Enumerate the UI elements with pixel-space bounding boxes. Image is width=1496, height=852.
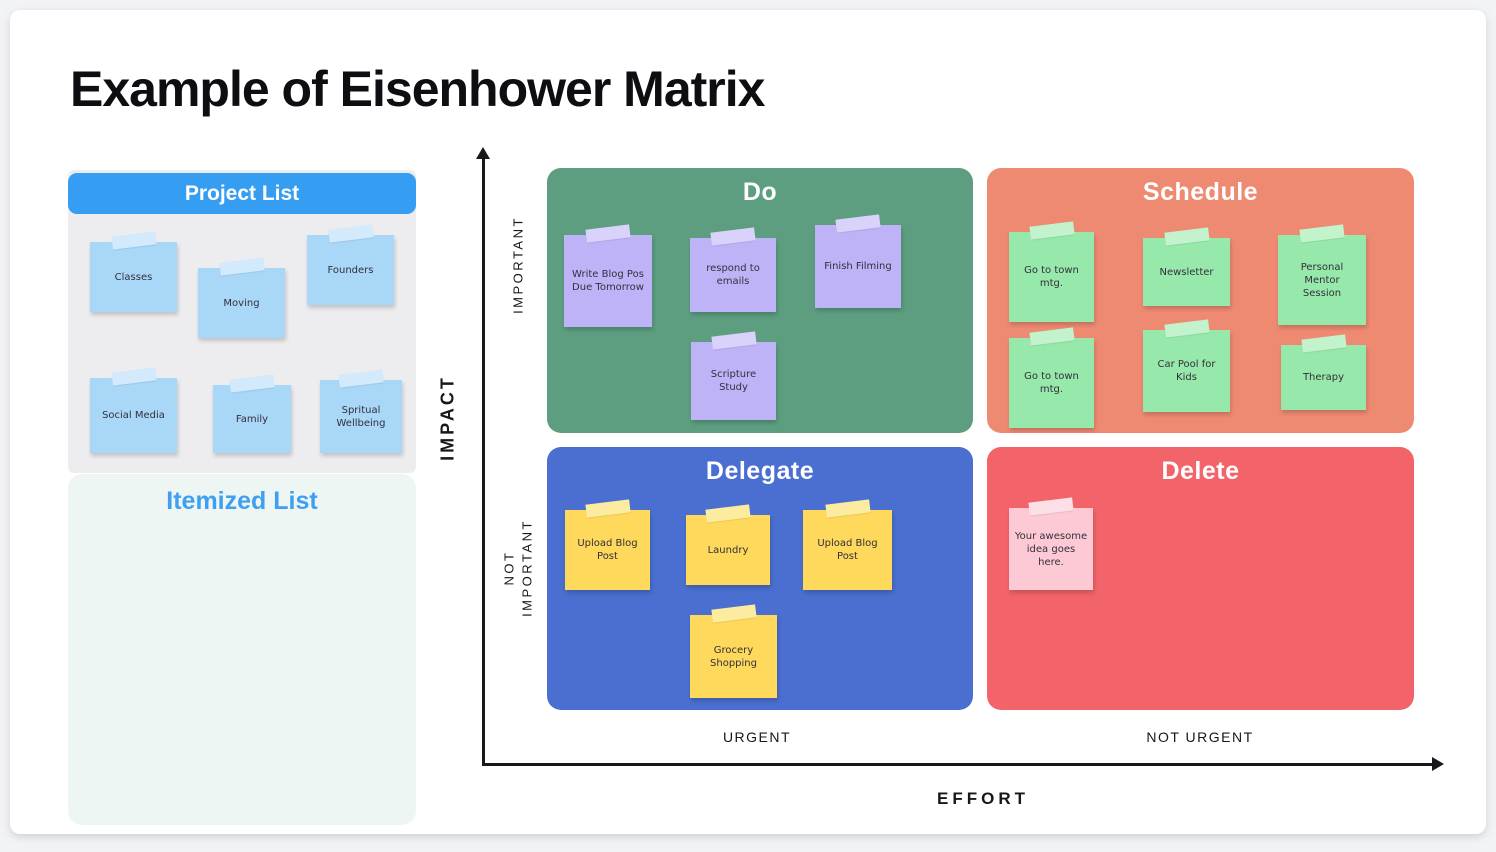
sticky-note[interactable]: Social Media xyxy=(90,367,177,453)
tape-icon xyxy=(1163,227,1210,246)
sticky-note[interactable]: Founders xyxy=(307,224,394,305)
tape-icon xyxy=(1028,497,1074,516)
quadrant-schedule-title: Schedule xyxy=(1142,178,1259,206)
sticky-note[interactable]: Finish Filming xyxy=(815,214,901,308)
sticky-note-label: Spritual Wellbeing xyxy=(336,404,386,429)
tape-icon xyxy=(218,257,265,276)
tape-icon xyxy=(110,367,157,386)
sticky-note[interactable]: Spritual Wellbeing xyxy=(320,369,402,453)
sticky-note[interactable]: Upload Blog Post xyxy=(565,499,650,590)
sticky-note-label: Classes xyxy=(114,271,153,283)
sticky-note-label: Newsletter xyxy=(1159,266,1214,278)
sticky-note-label: Founders xyxy=(327,264,374,276)
sticky-note-label: Your awesome idea goes here. xyxy=(1014,530,1088,568)
sticky-note[interactable]: Grocery Shopping xyxy=(690,604,777,698)
important-label: IMPORTANT xyxy=(510,216,526,314)
sticky-note[interactable]: Therapy xyxy=(1281,334,1366,410)
sticky-note-label: Upload Blog Post xyxy=(577,538,638,562)
quadrant-do: Do Write Blog Pos Due Tomorrow respond to… xyxy=(547,168,973,433)
tape-icon xyxy=(585,224,631,243)
sticky-note-label: Write Blog Pos Due Tomorrow xyxy=(572,269,644,293)
sticky-note[interactable]: Scripture Study xyxy=(691,331,776,420)
sticky-note-label: Therapy xyxy=(1302,372,1345,383)
quadrant-do-title: Do xyxy=(742,178,778,206)
impact-axis-arrow-icon xyxy=(476,147,490,159)
sticky-note[interactable]: Classes xyxy=(90,231,177,312)
effort-axis-label: EFFORT xyxy=(937,789,1029,808)
tape-icon xyxy=(584,499,631,518)
tape-icon xyxy=(338,369,384,388)
sticky-note[interactable]: Family xyxy=(213,374,291,453)
sticky-note[interactable]: Personal Mentor Session xyxy=(1278,224,1366,325)
sticky-note[interactable]: respond to emails xyxy=(690,227,776,312)
tape-icon xyxy=(229,374,275,393)
sticky-note[interactable]: Go to town mtg. xyxy=(1009,221,1094,322)
project-list-header-label: Project List xyxy=(184,181,300,205)
itemized-list-panel: Itemized List xyxy=(68,474,416,825)
sticky-note[interactable]: Car Pool for Kids xyxy=(1143,319,1230,412)
sticky-note[interactable]: Moving xyxy=(198,257,285,338)
sticky-note[interactable]: Laundry xyxy=(686,504,770,585)
sticky-note-label: Laundry xyxy=(707,544,749,556)
not-important-label: NOT IMPORTANT xyxy=(501,519,534,617)
tape-icon xyxy=(1163,319,1210,338)
tape-icon xyxy=(824,499,871,518)
tape-icon xyxy=(1028,327,1075,346)
impact-axis-line xyxy=(482,158,485,764)
sticky-note[interactable]: Go to town mtg. xyxy=(1009,327,1094,428)
tape-icon xyxy=(705,504,751,523)
sticky-note[interactable]: Upload Blog Post xyxy=(803,499,892,590)
sticky-note-label: Scripture Study xyxy=(710,369,757,393)
sticky-note[interactable]: Newsletter xyxy=(1143,227,1230,306)
sticky-note-label: Finish Filming xyxy=(824,261,892,272)
quadrant-delete-notes-layer: Your awesome idea goes here. xyxy=(987,447,1414,710)
sticky-note-label: respond to emails xyxy=(706,263,760,287)
sticky-note-label: Family xyxy=(235,413,269,425)
impact-axis-label: IMPACT xyxy=(437,375,458,461)
tape-icon xyxy=(710,331,757,350)
tape-icon xyxy=(1028,221,1075,240)
whiteboard-card: Example of Eisenhower Matrix Project Lis… xyxy=(10,10,1486,834)
urgent-label: URGENT xyxy=(722,729,792,745)
sticky-note[interactable]: Your awesome idea goes here. xyxy=(1009,497,1093,590)
effort-axis-line xyxy=(482,763,1434,766)
sticky-note[interactable]: Write Blog Pos Due Tomorrow xyxy=(564,224,652,327)
quadrant-schedule: Schedule Go to town mtg. Newsletter Person… xyxy=(987,168,1414,433)
sticky-note-label: Grocery Shopping xyxy=(710,644,757,669)
tape-icon xyxy=(710,227,756,246)
sticky-note-label: Personal Mentor Session xyxy=(1300,261,1344,299)
tape-icon xyxy=(835,214,881,233)
tape-icon xyxy=(110,231,157,250)
page-title: Example of Eisenhower Matrix xyxy=(70,61,765,117)
quadrant-do-notes-layer: Write Blog Pos Due Tomorrow respond to em… xyxy=(547,168,973,433)
effort-axis-arrow-icon xyxy=(1432,757,1444,771)
tape-icon xyxy=(1300,334,1347,353)
sticky-note-label: Upload Blog Post xyxy=(817,538,878,562)
itemized-list-title: Itemized List xyxy=(166,487,318,515)
sticky-note-label: Go to town mtg. xyxy=(1024,265,1079,289)
tape-icon xyxy=(1299,224,1345,243)
quadrant-schedule-notes-layer: Go to town mtg. Newsletter Personal Mentor… xyxy=(987,168,1414,433)
tape-icon xyxy=(710,604,757,623)
quadrant-delete: Delete Your awesome idea goes here. xyxy=(987,447,1414,710)
sticky-note-label: Moving xyxy=(223,297,260,309)
sticky-note-label: Social Media xyxy=(102,410,165,421)
tape-icon xyxy=(327,224,374,243)
sticky-note-label: Car Pool for Kids xyxy=(1157,359,1216,383)
project-list-header: Project List xyxy=(68,173,416,214)
sticky-note-label: Go to town mtg. xyxy=(1024,371,1079,395)
quadrant-delete-title: Delete xyxy=(1161,457,1240,485)
not-urgent-label: NOT URGENT xyxy=(1146,729,1254,745)
quadrant-delegate-title: Delegate xyxy=(705,457,815,485)
